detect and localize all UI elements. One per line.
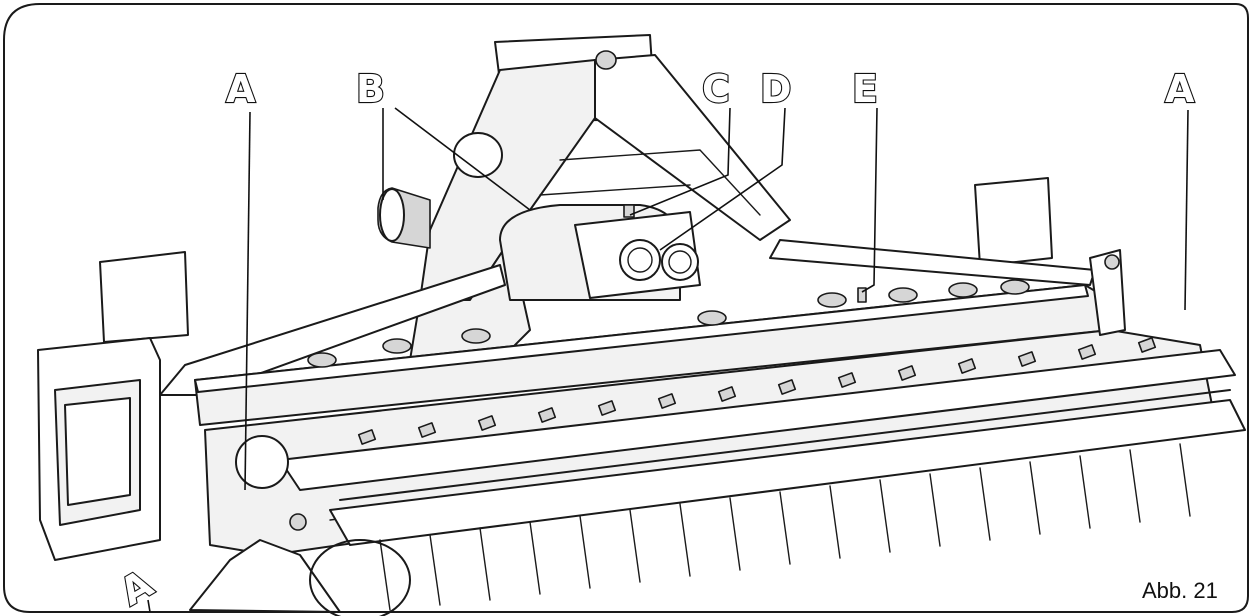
figure-caption: Abb. 21	[1142, 578, 1218, 603]
parking-stand-detail	[189, 513, 411, 616]
right-end-clamp	[1089, 249, 1126, 336]
leader-lines	[147, 107, 1189, 613]
callout-label-d: D	[760, 67, 793, 111]
left-side-plate	[99, 251, 189, 343]
callout-label-b: B	[356, 67, 386, 111]
right-side-plate	[974, 177, 1053, 267]
beam-bolts	[307, 279, 1030, 368]
tine-blades	[357, 337, 1157, 445]
callout-label-a-right: A	[1165, 67, 1195, 111]
figure-frame	[3, 3, 1249, 613]
callout-label-e: E	[852, 67, 879, 111]
callout-label-c: C	[702, 67, 731, 111]
top-hitch-mast	[409, 34, 791, 371]
gearbox	[499, 204, 701, 301]
frame-beam	[159, 239, 1111, 426]
left-end-box	[37, 337, 161, 561]
crumbler-roller	[329, 399, 1246, 611]
pto-shaft	[377, 187, 431, 249]
callout-label-a-left: A	[226, 67, 256, 111]
callout-label-a-bottom: A	[113, 561, 161, 614]
